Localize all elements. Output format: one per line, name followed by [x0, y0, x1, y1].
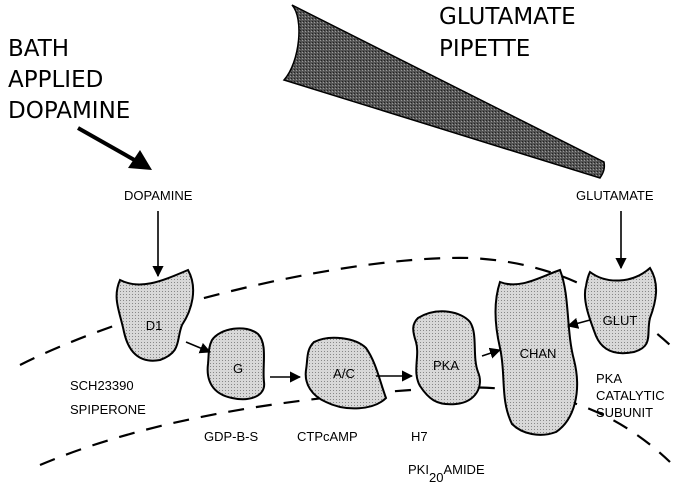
d1-blocker-1: SCH23390	[70, 378, 134, 393]
pka-label: PKA	[433, 358, 459, 373]
chan-blocker-3: SUBUNIT	[596, 405, 653, 420]
g-label: G	[233, 361, 243, 376]
bath-arrow	[78, 128, 138, 162]
arrow-glut-to-chan	[568, 320, 590, 326]
pka-blocker-2-sub: 20	[429, 470, 443, 485]
d1-receptor	[117, 270, 194, 361]
arrow-pka-to-chan	[482, 350, 500, 356]
glutamate-receptor	[585, 268, 656, 353]
pipette-label-line1: GLUTAMATE	[439, 4, 576, 30]
pka-blocker-1: H7	[411, 429, 428, 444]
g-blocker: GDP-B-S	[204, 429, 259, 444]
bath-label-line1: BATH	[8, 36, 69, 62]
glut-label: GLUT	[603, 313, 638, 328]
chan-blocker-2: CATALYTIC	[596, 388, 665, 403]
chan-label: CHAN	[520, 346, 557, 361]
bath-label-line3: DOPAMINE	[8, 98, 130, 124]
ac-blocker: CTPcAMP	[297, 429, 358, 444]
pka-blocker-2: PKI20AMIDE	[408, 462, 485, 485]
pipette-label-line2: PIPETTE	[439, 36, 530, 62]
arrow-d1-to-g	[186, 342, 210, 352]
bath-label-line2: APPLIED	[8, 67, 103, 93]
pka-blocker-2-suffix: AMIDE	[443, 462, 485, 477]
ac-label: A/C	[333, 366, 355, 381]
dopamine-label: DOPAMINE	[124, 188, 193, 203]
pka-blocker-2-prefix: PKI	[408, 462, 429, 477]
glutamate-label: GLUTAMATE	[576, 188, 654, 203]
glutamate-pipette	[284, 5, 604, 178]
d1-blocker-2: SPIPERONE	[70, 402, 146, 417]
chan-blocker-1: PKA	[596, 371, 622, 386]
d1-label: D1	[146, 318, 163, 333]
